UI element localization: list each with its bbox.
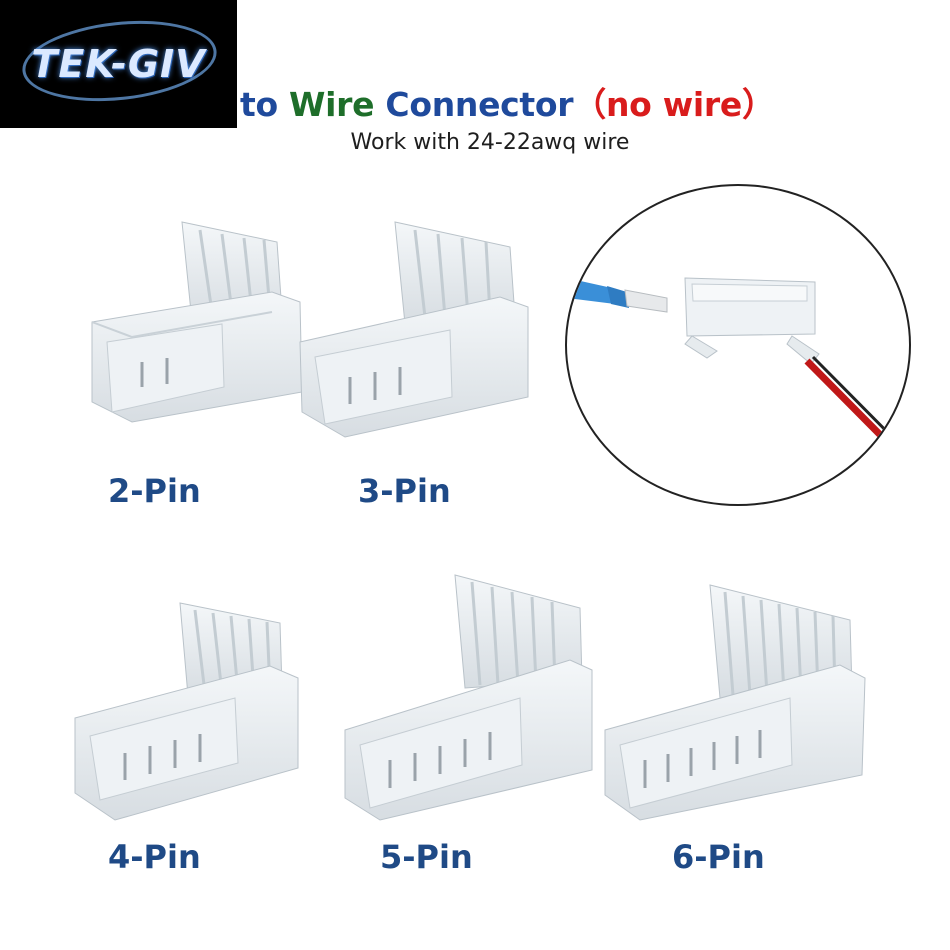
connector-5pin-image <box>340 570 600 830</box>
connector-3pin-image <box>290 212 540 472</box>
connector-4pin-image <box>70 598 310 838</box>
connector-6pin-image <box>600 580 870 830</box>
label-2pin: 2-Pin <box>108 472 201 510</box>
title-part-to: to <box>240 85 290 124</box>
connector-2pin-image <box>72 212 312 472</box>
label-4pin: 4-Pin <box>108 838 201 876</box>
wire-insertion-diagram <box>565 184 911 506</box>
title-part-wire: Wire <box>289 85 375 124</box>
label-5pin: 5-Pin <box>380 838 473 876</box>
page-subtitle: Work with 24-22awq wire <box>350 130 630 155</box>
page-title: to Wire Connector（no wire） <box>240 78 940 124</box>
label-3pin: 3-Pin <box>358 472 451 510</box>
logo-text: TEK-GIV <box>31 42 206 86</box>
title-part-no-wire: （no wire） <box>573 85 775 124</box>
brand-logo: TEK-GIV <box>0 0 237 128</box>
title-part-connector: Connector <box>374 85 574 124</box>
label-6pin: 6-Pin <box>672 838 765 876</box>
